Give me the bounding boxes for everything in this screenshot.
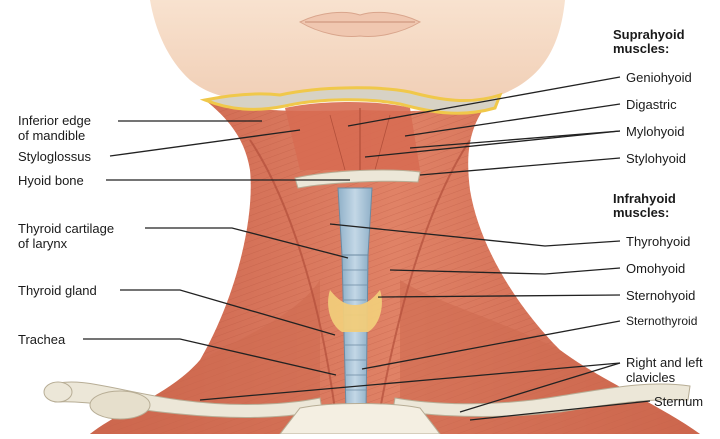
label-sternohyoid: Sternohyoid — [626, 288, 695, 303]
label-clavicles: Right and left clavicles — [626, 355, 703, 385]
label-trachea: Trachea — [18, 332, 65, 347]
suprahyoid-region — [285, 102, 420, 170]
label-sternum: Sternum — [654, 394, 703, 409]
label-geniohyoid: Geniohyoid — [626, 70, 692, 85]
label-stylohyoid: Stylohyoid — [626, 151, 686, 166]
label-styloglossus: Styloglossus — [18, 149, 91, 164]
label-thyroid-gland: Thyroid gland — [18, 283, 97, 298]
label-thyrohyoid: Thyrohyoid — [626, 234, 690, 249]
larynx-shape — [338, 188, 372, 255]
suprahyoid-heading: Suprahyoid muscles: — [613, 28, 685, 56]
label-thyroid-cartilage: Thyroid cartilage of larynx — [18, 221, 114, 251]
label-sternothyroid: Sternothyroid — [626, 314, 697, 329]
label-omohyoid: Omohyoid — [626, 261, 685, 276]
infrahyoid-heading: Infrahyoid muscles: — [613, 192, 676, 220]
label-digastric: Digastric — [626, 97, 677, 112]
label-inferior-edge-of-mandible: Inferior edge of mandible — [18, 113, 91, 143]
sternum-shape — [280, 404, 440, 435]
trachea-shape — [342, 255, 368, 412]
label-hyoid-bone: Hyoid bone — [18, 173, 84, 188]
label-mylohyoid: Mylohyoid — [626, 124, 685, 139]
